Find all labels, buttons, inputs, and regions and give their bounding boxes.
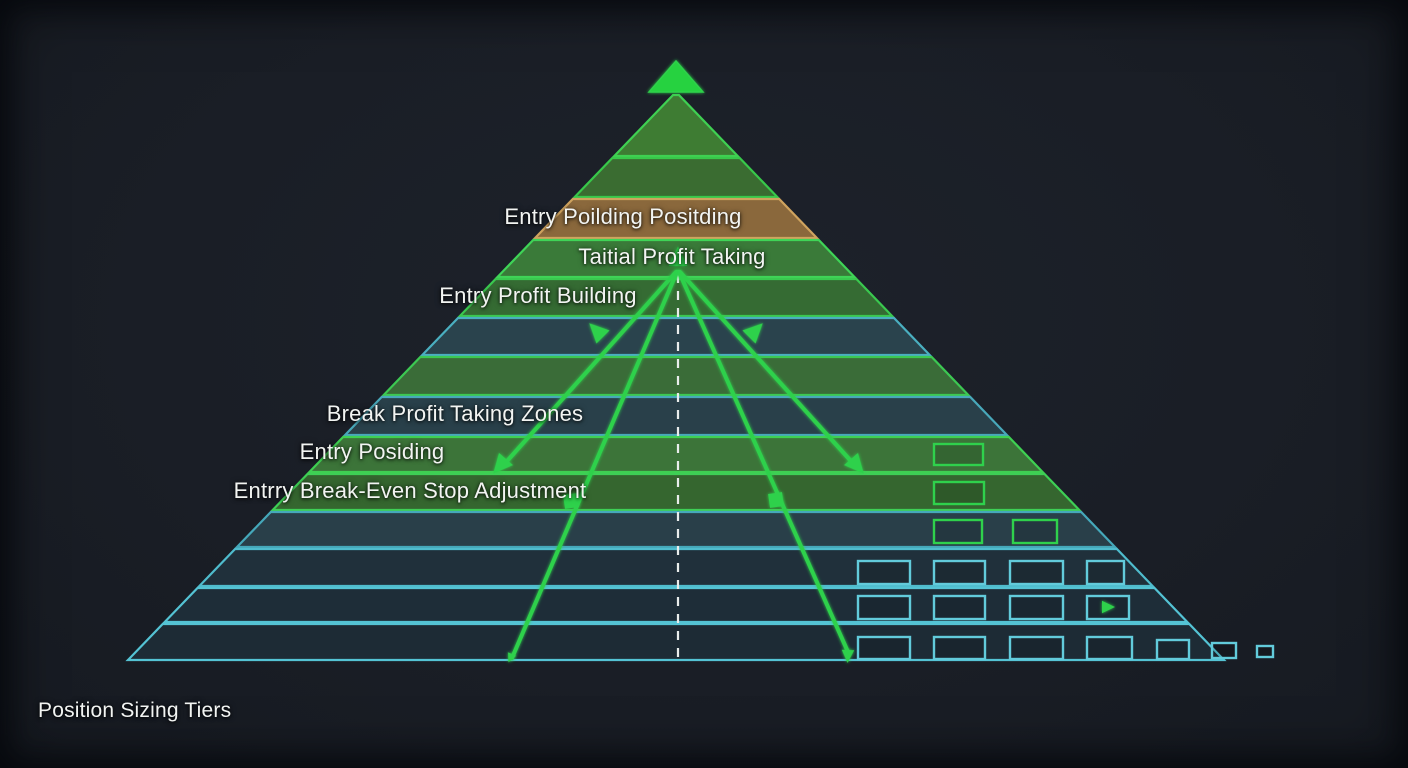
arrowhead-origin (668, 246, 688, 266)
pyramid-layer-tier-8 (342, 395, 1010, 437)
label-break-even-stop: Entrry Break-Even Stop Adjustment (233, 478, 587, 503)
tier-box-teal (1085, 635, 1134, 661)
pyramid-layer-tier-1 (611, 93, 741, 158)
ray-inner-right (677, 270, 850, 654)
ray-outer-right (678, 270, 852, 462)
tier-box-green (932, 518, 984, 545)
arrowhead-outer-right-end (843, 452, 864, 474)
tier-box-teal (856, 559, 912, 586)
label-entry-posiding: Entry Posiding (299, 439, 445, 464)
arrowhead-inner-left-bottom (508, 652, 516, 663)
tier-box-teal (932, 559, 987, 586)
tier-box-teal (1008, 594, 1065, 621)
pyramid-layer-tier-3-brown (532, 197, 820, 240)
ray-outer-left (506, 270, 678, 462)
pyramid-layer-tier-5 (457, 277, 895, 318)
pyramid-layer-tier-10 (270, 472, 1082, 512)
tier-box-outside (1155, 638, 1191, 661)
pyramid-layer-tier-7 (381, 355, 971, 397)
tier-box-green (932, 480, 986, 506)
apex-arrow-icon (647, 59, 705, 93)
tier-box-teal (932, 635, 987, 661)
pyramid-layer-tier-12 (196, 547, 1156, 588)
pyramid-layer-tier-14 (125, 622, 1227, 662)
ray-inner-left (510, 270, 679, 660)
ray-node-marker (563, 493, 579, 509)
arrowhead-breakeven-line (1102, 600, 1115, 614)
tier-box-green (932, 442, 985, 467)
tier-box-outside (1210, 641, 1238, 660)
label-entry-profit-building: Entry Profit Building (439, 283, 637, 308)
tier-box-teal (856, 635, 912, 661)
arrowhead-outer-right-mid (742, 323, 763, 344)
pyramid-layer-tier-6 (419, 316, 933, 357)
ray-node-marker (768, 492, 784, 508)
label-entry-top: Entry Poilding Positding (504, 204, 742, 229)
tier-box-teal (1085, 559, 1126, 586)
tier-box-teal (1008, 559, 1065, 586)
label-profit-taking-zones: Break Profit Taking Zones (326, 401, 584, 426)
arrowhead-outer-left-end (493, 452, 514, 474)
pyramid-layer-tier-13 (162, 586, 1190, 624)
label-initial-profit-taking: Taitial Profit Taking (578, 244, 766, 269)
tier-box-outside (1255, 644, 1275, 659)
arrowhead-outer-left-mid (589, 323, 610, 344)
pyramid-layer-tier-2 (572, 156, 780, 199)
tier-box-teal (1008, 635, 1065, 661)
tier-box-green (1011, 518, 1059, 545)
arrowhead-inner-right-bottom (841, 649, 855, 663)
diagram-title: Position Sizing Tiers (38, 699, 232, 722)
pyramid-layer-tier-11 (234, 510, 1118, 549)
